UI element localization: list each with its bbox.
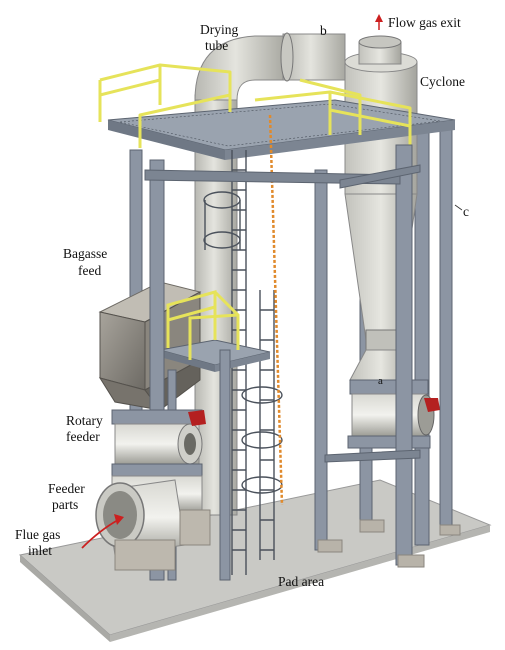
- lower-railing: [166, 290, 240, 360]
- leader-lines: [454, 204, 463, 211]
- label-flow-gas-exit: Flow gas exit: [388, 15, 461, 30]
- label-drying-tube-line2: tube: [205, 38, 228, 53]
- label-rotary-feeder-line1: Rotary: [66, 413, 103, 428]
- upper-railing: [98, 63, 412, 150]
- label-marker-a: a: [378, 375, 383, 387]
- pad-edge: [20, 555, 110, 642]
- label-flue-gas-inlet-line2: inlet: [28, 543, 52, 558]
- label-marker-b: b: [320, 23, 327, 38]
- label-bagasse-feed-line2: feed: [78, 263, 101, 278]
- label-feeder-parts-line1: Feeder: [48, 481, 85, 496]
- arrow-up-icon: [375, 14, 383, 30]
- label-flue-gas-inlet-line1: Flue gas: [15, 527, 60, 542]
- label-marker-c: c: [463, 204, 469, 219]
- label-drying-tube-line1: Drying: [200, 22, 238, 37]
- label-rotary-feeder-line2: feeder: [66, 429, 100, 444]
- column-footings: [317, 519, 461, 568]
- frame-beams: [144, 164, 421, 463]
- feeder-parts: [95, 475, 211, 571]
- upper-platform: [107, 99, 456, 160]
- label-bagasse-feed-line1: Bagasse: [63, 246, 107, 261]
- label-pad-area: Pad area: [278, 574, 324, 589]
- pad-edge-front: [110, 525, 490, 642]
- label-feeder-parts-line2: parts: [52, 497, 78, 512]
- rotary-feeder: [111, 409, 206, 477]
- label-cyclone: Cyclone: [420, 74, 465, 89]
- arrow-right-icon: [81, 514, 124, 549]
- cyclone-rotary-valve: [347, 379, 440, 449]
